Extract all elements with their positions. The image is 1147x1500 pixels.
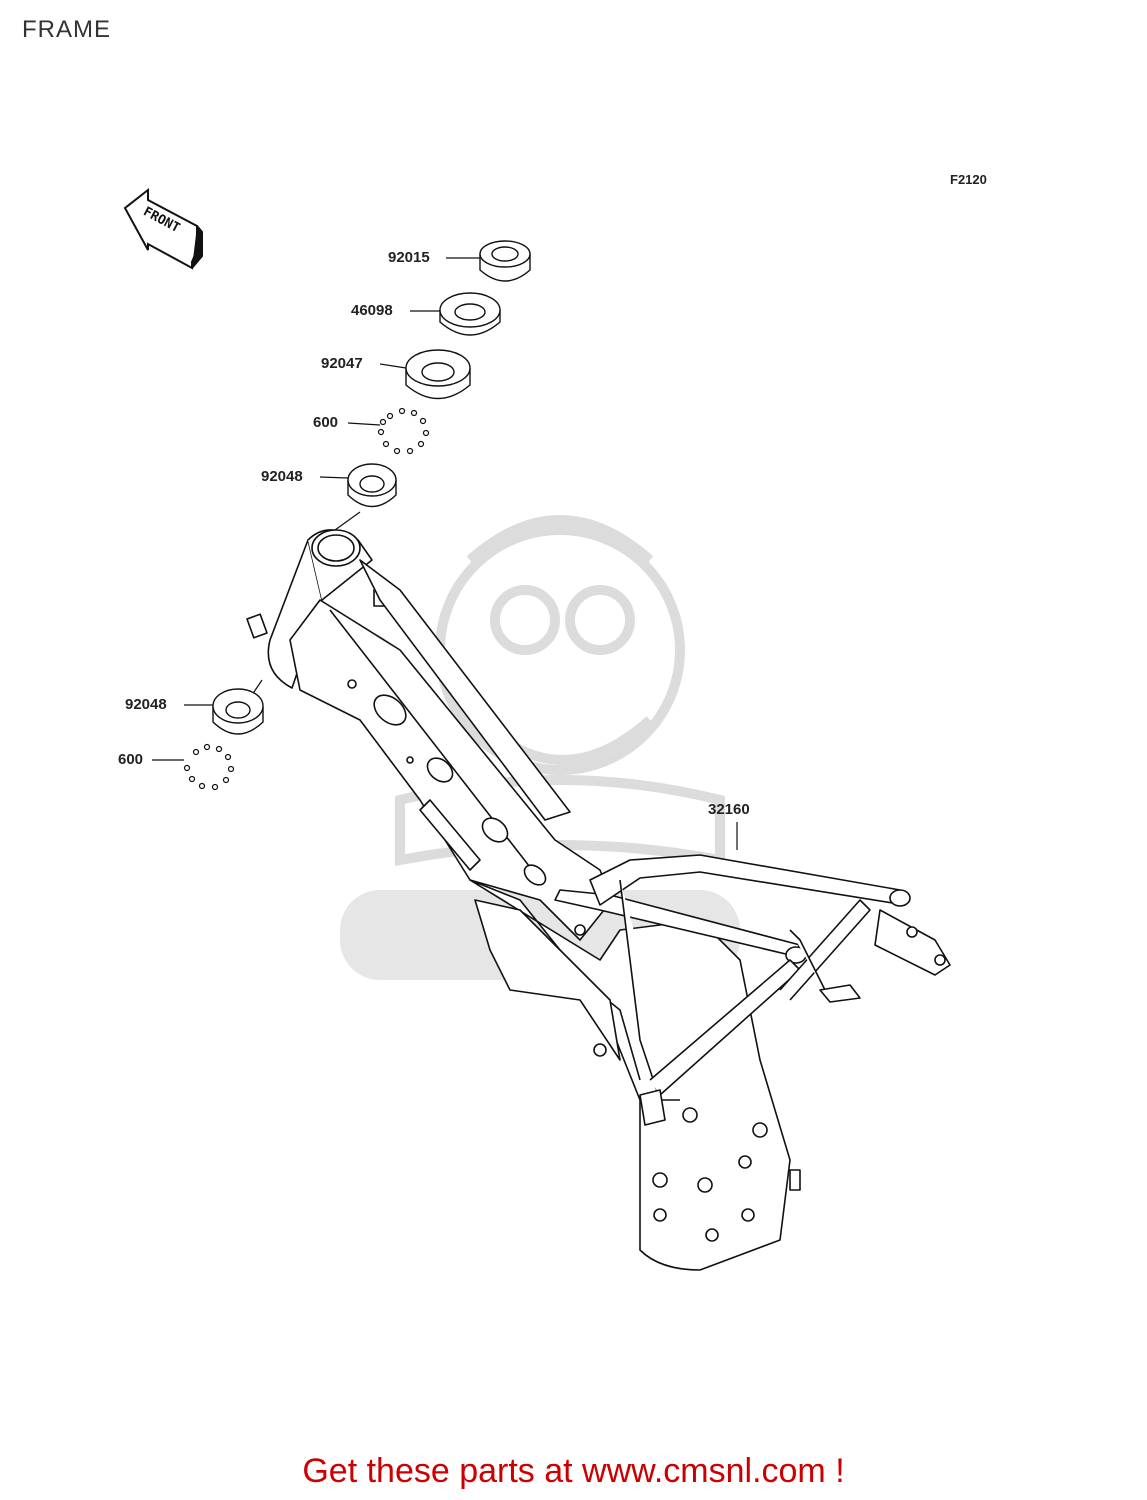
- part-label-92015[interactable]: 92015: [388, 249, 430, 266]
- part-label-46098[interactable]: 46098: [351, 302, 393, 319]
- part-label-92047[interactable]: 92047: [321, 355, 363, 372]
- part-92015-drawing: [479, 240, 531, 282]
- part-label-32160[interactable]: 32160: [708, 801, 750, 818]
- leader-lines: [152, 257, 738, 850]
- part-600-lower-drawing: [183, 743, 235, 791]
- part-600-upper-drawing: [377, 407, 430, 455]
- footer-link[interactable]: Get these parts at www.cmsnl.com !: [302, 1452, 845, 1490]
- diagram-code: F2120: [950, 172, 987, 187]
- page-title: FRAME: [22, 16, 111, 43]
- frame-diagram: FRONT: [123, 187, 951, 1271]
- part-92047-drawing: [405, 349, 471, 400]
- frame-body-drawing: [246, 529, 951, 1271]
- part-46098-drawing: [439, 292, 501, 336]
- part-label-92048-lower[interactable]: 92048: [125, 696, 167, 713]
- part-92048-lower-drawing: [212, 688, 264, 735]
- part-label-92048-upper[interactable]: 92048: [261, 468, 303, 485]
- front-arrow-icon: FRONT: [123, 187, 203, 270]
- part-label-600-upper[interactable]: 600: [313, 414, 339, 431]
- part-92048-upper-drawing: [347, 463, 397, 508]
- part-label-600-lower[interactable]: 600: [118, 751, 144, 768]
